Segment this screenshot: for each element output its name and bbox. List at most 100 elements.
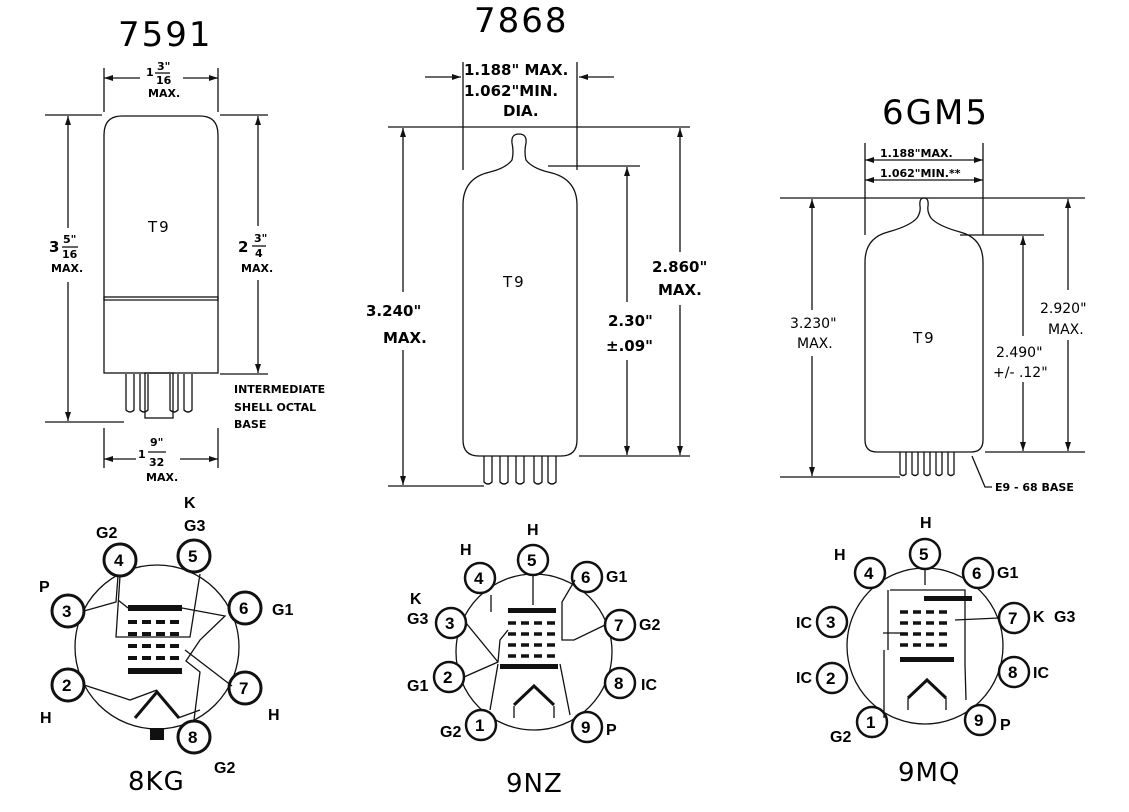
basing-9mq-label-h1: H bbox=[834, 547, 846, 564]
tube-6gm5-seated-note: MAX. bbox=[1048, 322, 1084, 338]
svg-text:2: 2 bbox=[62, 676, 71, 695]
tube-6gm5-diameter-max: 1.188"MAX. bbox=[880, 147, 953, 160]
basing-9mq-pin-6: 6 bbox=[961, 556, 995, 590]
tube-7591-seated-whole: 2 bbox=[238, 238, 248, 256]
tube-7591-base-type-line2: SHELL OCTAL bbox=[234, 401, 316, 414]
svg-text:4: 4 bbox=[864, 564, 874, 583]
basing-9mq-label-p: P bbox=[1000, 717, 1011, 734]
tube-7868-diameter-max: 1.188" MAX. bbox=[464, 61, 568, 79]
basing-8kg-label-g2b: G2 bbox=[214, 760, 235, 777]
svg-text:5: 5 bbox=[527, 551, 536, 570]
svg-text:5: 5 bbox=[919, 545, 928, 564]
tube-6gm5-height-value: 3.230" bbox=[790, 316, 837, 332]
tube-6gm5-diameter-min: 1.062"MIN.** bbox=[880, 167, 961, 180]
basing-9mq-pin-3: 3 bbox=[815, 605, 849, 639]
tube-6gm5-seated-value: 2.920" bbox=[1040, 301, 1087, 317]
tube-7591-seated-note: MAX. bbox=[241, 262, 273, 275]
svg-text:5: 5 bbox=[188, 547, 197, 566]
svg-text:3: 3 bbox=[826, 613, 835, 632]
tube-7591-base-type-line3: BASE bbox=[234, 418, 266, 431]
tube-7591-height-den: 16 bbox=[62, 248, 78, 261]
basing-8kg-label-g1: G1 bbox=[272, 602, 293, 619]
tube-7591-top-width-whole: 1 bbox=[146, 66, 154, 79]
basing-9nz-label-g3: G3 bbox=[407, 611, 428, 628]
tube-7868-height-value: 3.240" bbox=[366, 302, 421, 320]
basing-9mq-label-k: K bbox=[1033, 609, 1045, 626]
basing-9mq: 1 2 3 4 5 6 7 8 9 H H G1 IC K G3 IC IC G… bbox=[796, 515, 1075, 788]
basing-8kg: 8 2 3 4 5 6 7 G2 G3 K P G1 H H G2 8KG bbox=[39, 495, 293, 797]
basing-9mq-label-g3: G3 bbox=[1054, 609, 1075, 626]
basing-9mq-pin-5: 5 bbox=[908, 537, 942, 571]
svg-text:8: 8 bbox=[188, 728, 197, 747]
tube-7868-envelope-label: T9 bbox=[502, 273, 526, 291]
svg-text:8: 8 bbox=[614, 674, 623, 693]
svg-text:9: 9 bbox=[974, 711, 983, 730]
basing-9nz-pin-8: 8 bbox=[603, 666, 637, 700]
basing-9nz-pin-9: 9 bbox=[570, 710, 604, 744]
basing-9nz-pin-7: 7 bbox=[603, 608, 637, 642]
tube-7868-seated-note: MAX. bbox=[658, 281, 702, 299]
basing-9nz-label-h2: H bbox=[527, 522, 539, 539]
basing-8kg-name: 8KG bbox=[128, 767, 185, 797]
basing-8kg-pin-4: 4 bbox=[102, 542, 138, 578]
basing-9nz-name: 9NZ bbox=[506, 769, 563, 799]
basing-9nz-label-p: P bbox=[606, 722, 617, 739]
tube-6gm5-bulb-note: +/- .12" bbox=[993, 365, 1048, 381]
basing-8kg-label-h1: H bbox=[40, 710, 52, 727]
tube-6gm5-base-type: E9 - 68 BASE bbox=[995, 481, 1074, 494]
tube-7591-base-width-note: MAX. bbox=[146, 471, 178, 484]
basing-8kg-label-p: P bbox=[39, 579, 50, 596]
tube-6gm5-title: 6GM5 bbox=[882, 93, 989, 133]
basing-9nz-pin-3: 3 bbox=[434, 606, 468, 640]
tube-7591-pins bbox=[125, 374, 193, 413]
svg-text:6: 6 bbox=[972, 564, 981, 583]
basing-9mq-label-ic1: IC bbox=[796, 615, 812, 632]
tube-7868-envelope bbox=[462, 133, 578, 457]
tube-7591-base-width-den: 32 bbox=[149, 456, 164, 469]
tube-6gm5: 6GM5 T9 1.188"MAX. 1.062"MIN.** 3.230" M… bbox=[780, 93, 1087, 494]
tube-7868-height-note: MAX. bbox=[383, 329, 427, 347]
tube-7591: 7591 T9 1 3" 16 MAX. 3 5" 16 MAX. bbox=[45, 15, 325, 484]
svg-text:1: 1 bbox=[866, 713, 875, 732]
svg-text:7: 7 bbox=[239, 679, 248, 698]
tube-6gm5-envelope-label: T9 bbox=[912, 329, 936, 347]
basing-9mq-pin-9: 9 bbox=[963, 703, 997, 737]
basing-9nz: 1 2 3 4 5 6 7 8 9 H H G1 K G3 G2 G1 IC G… bbox=[407, 522, 660, 799]
svg-text:9: 9 bbox=[581, 718, 590, 737]
svg-text:6: 6 bbox=[581, 568, 590, 587]
basing-9mq-label-ic3: IC bbox=[1033, 665, 1049, 682]
tube-7591-title: 7591 bbox=[118, 15, 213, 55]
basing-9nz-label-g1a: G1 bbox=[606, 569, 627, 586]
basing-9nz-pin-5: 5 bbox=[516, 543, 550, 577]
basing-8kg-label-h2: H bbox=[268, 707, 280, 724]
svg-text:6: 6 bbox=[239, 599, 248, 618]
tube-7591-base-shell bbox=[103, 296, 219, 374]
tube-7591-top-width-den: 16 bbox=[156, 74, 172, 87]
tube-7591-top-width-num: 3" bbox=[157, 60, 170, 73]
tube-6gm5-height-note: MAX. bbox=[797, 336, 833, 352]
tube-7591-height-note: MAX. bbox=[51, 262, 83, 275]
tube-7591-seated-num: 3" bbox=[254, 232, 267, 245]
basing-9nz-label-g1b: G1 bbox=[407, 678, 428, 695]
basing-9nz-pin-2: 2 bbox=[432, 660, 466, 694]
tube-7591-top-width-note: MAX. bbox=[148, 87, 180, 100]
tube-7868: 7868 T9 1.188" MAX. 1.062"MIN. DIA. 3.24… bbox=[366, 1, 707, 487]
svg-text:2: 2 bbox=[826, 669, 835, 688]
basing-8kg-pin-2: 2 bbox=[50, 667, 86, 703]
svg-text:2: 2 bbox=[443, 668, 452, 687]
basing-8kg-pin-6: 6 bbox=[227, 590, 263, 626]
svg-text:4: 4 bbox=[474, 569, 484, 588]
tube-7868-diameter-min: 1.062"MIN. bbox=[464, 82, 558, 100]
basing-9mq-pin-8: 8 bbox=[997, 655, 1031, 689]
tube-7868-bulb-value: 2.30" bbox=[608, 312, 653, 330]
tube-7591-envelope bbox=[103, 115, 219, 301]
tube-7591-height-whole: 3 bbox=[49, 238, 59, 256]
svg-text:7: 7 bbox=[1008, 609, 1017, 628]
basing-9mq-label-ic2: IC bbox=[796, 670, 812, 687]
tube-6gm5-envelope bbox=[864, 197, 984, 453]
tube-7868-diameter-dia: DIA. bbox=[503, 102, 539, 120]
tube-7868-title: 7868 bbox=[474, 1, 569, 41]
svg-text:7: 7 bbox=[614, 616, 623, 635]
tube-7591-base-width-num: 9" bbox=[150, 436, 163, 449]
svg-text:8: 8 bbox=[1008, 663, 1017, 682]
